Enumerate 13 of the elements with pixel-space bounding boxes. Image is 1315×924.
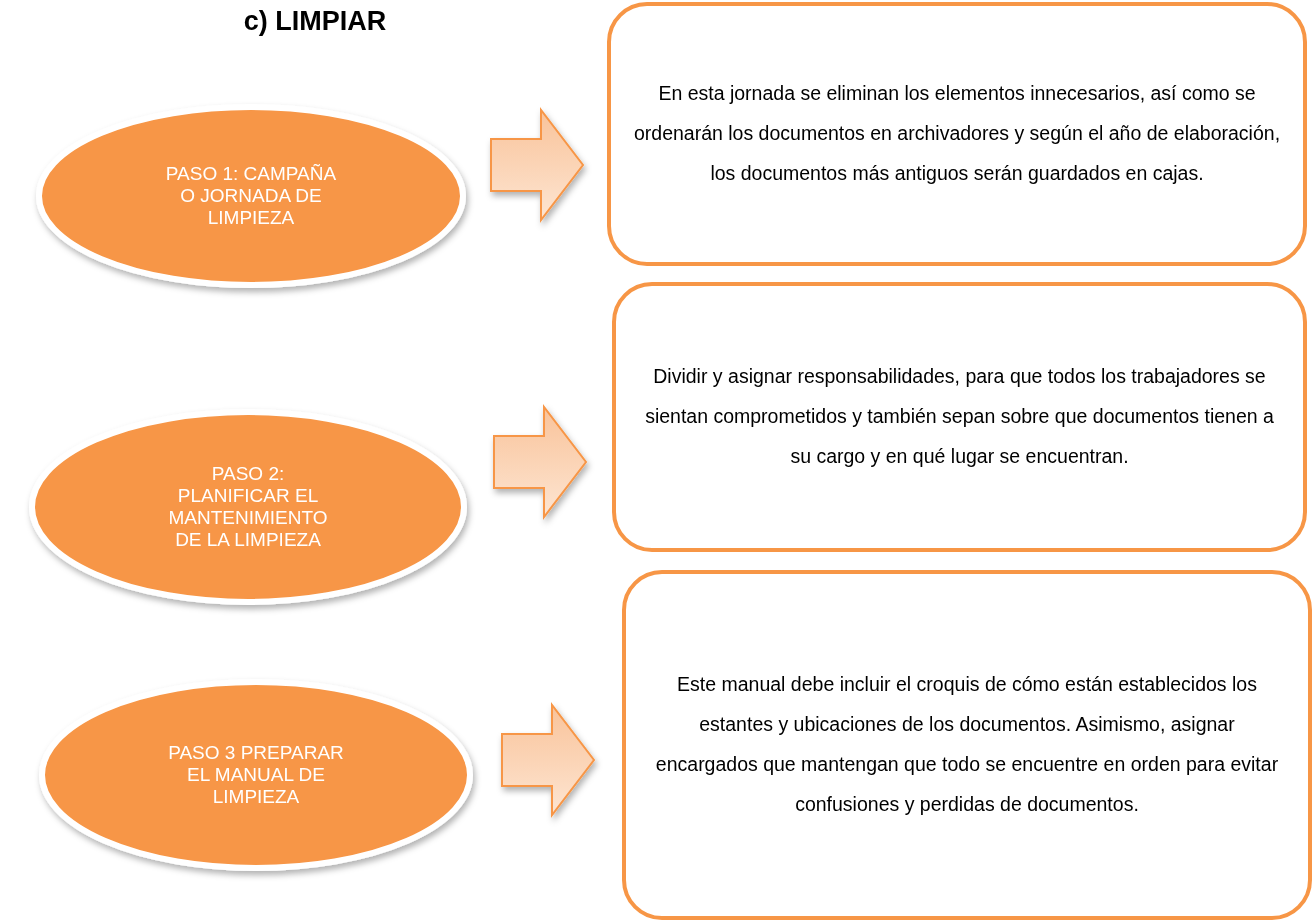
- description-box: [612, 282, 1307, 552]
- step-label: PASO 1: CAMPAÑA O JORNADA DE LIMPIEZA: [164, 163, 338, 229]
- step-label: PASO 3 PREPARAR EL MANUAL DE LIMPIEZA: [167, 742, 345, 808]
- description-text: En esta jornada se eliminan los elementos innecesarios, así como se ordenarán los documentos en archivadores y según el año de elaboración, los documentos más antiguos serán guardados en cajas.: [633, 81, 1281, 186]
- block-arrow: [501, 702, 596, 818]
- block-arrow: [493, 404, 588, 520]
- block-arrow: [490, 107, 585, 223]
- step-label: PASO 2: PLANIFICAR EL MANTENIMIENTO DE LA LIMPIEZA: [167, 463, 329, 551]
- description-box: [607, 2, 1307, 266]
- description-text: Este manual debe incluir el croquis de cómo están establecidos los estantes y ubicaciones de los documentos. Asimismo, asignar encargados que mantengan que todo se encuentre en orden para evitar confusiones y perdidas de documentos.: [654, 672, 1280, 817]
- description-text: Dividir y asignar responsabilidades, para que todos los trabajadores se sientan comprometidos y también sepan sobre que documentos tienen a su cargo y en qué lugar se encuentran.: [644, 364, 1275, 469]
- diagram-title: c) LIMPIAR: [242, 6, 388, 37]
- description-box: [622, 570, 1312, 920]
